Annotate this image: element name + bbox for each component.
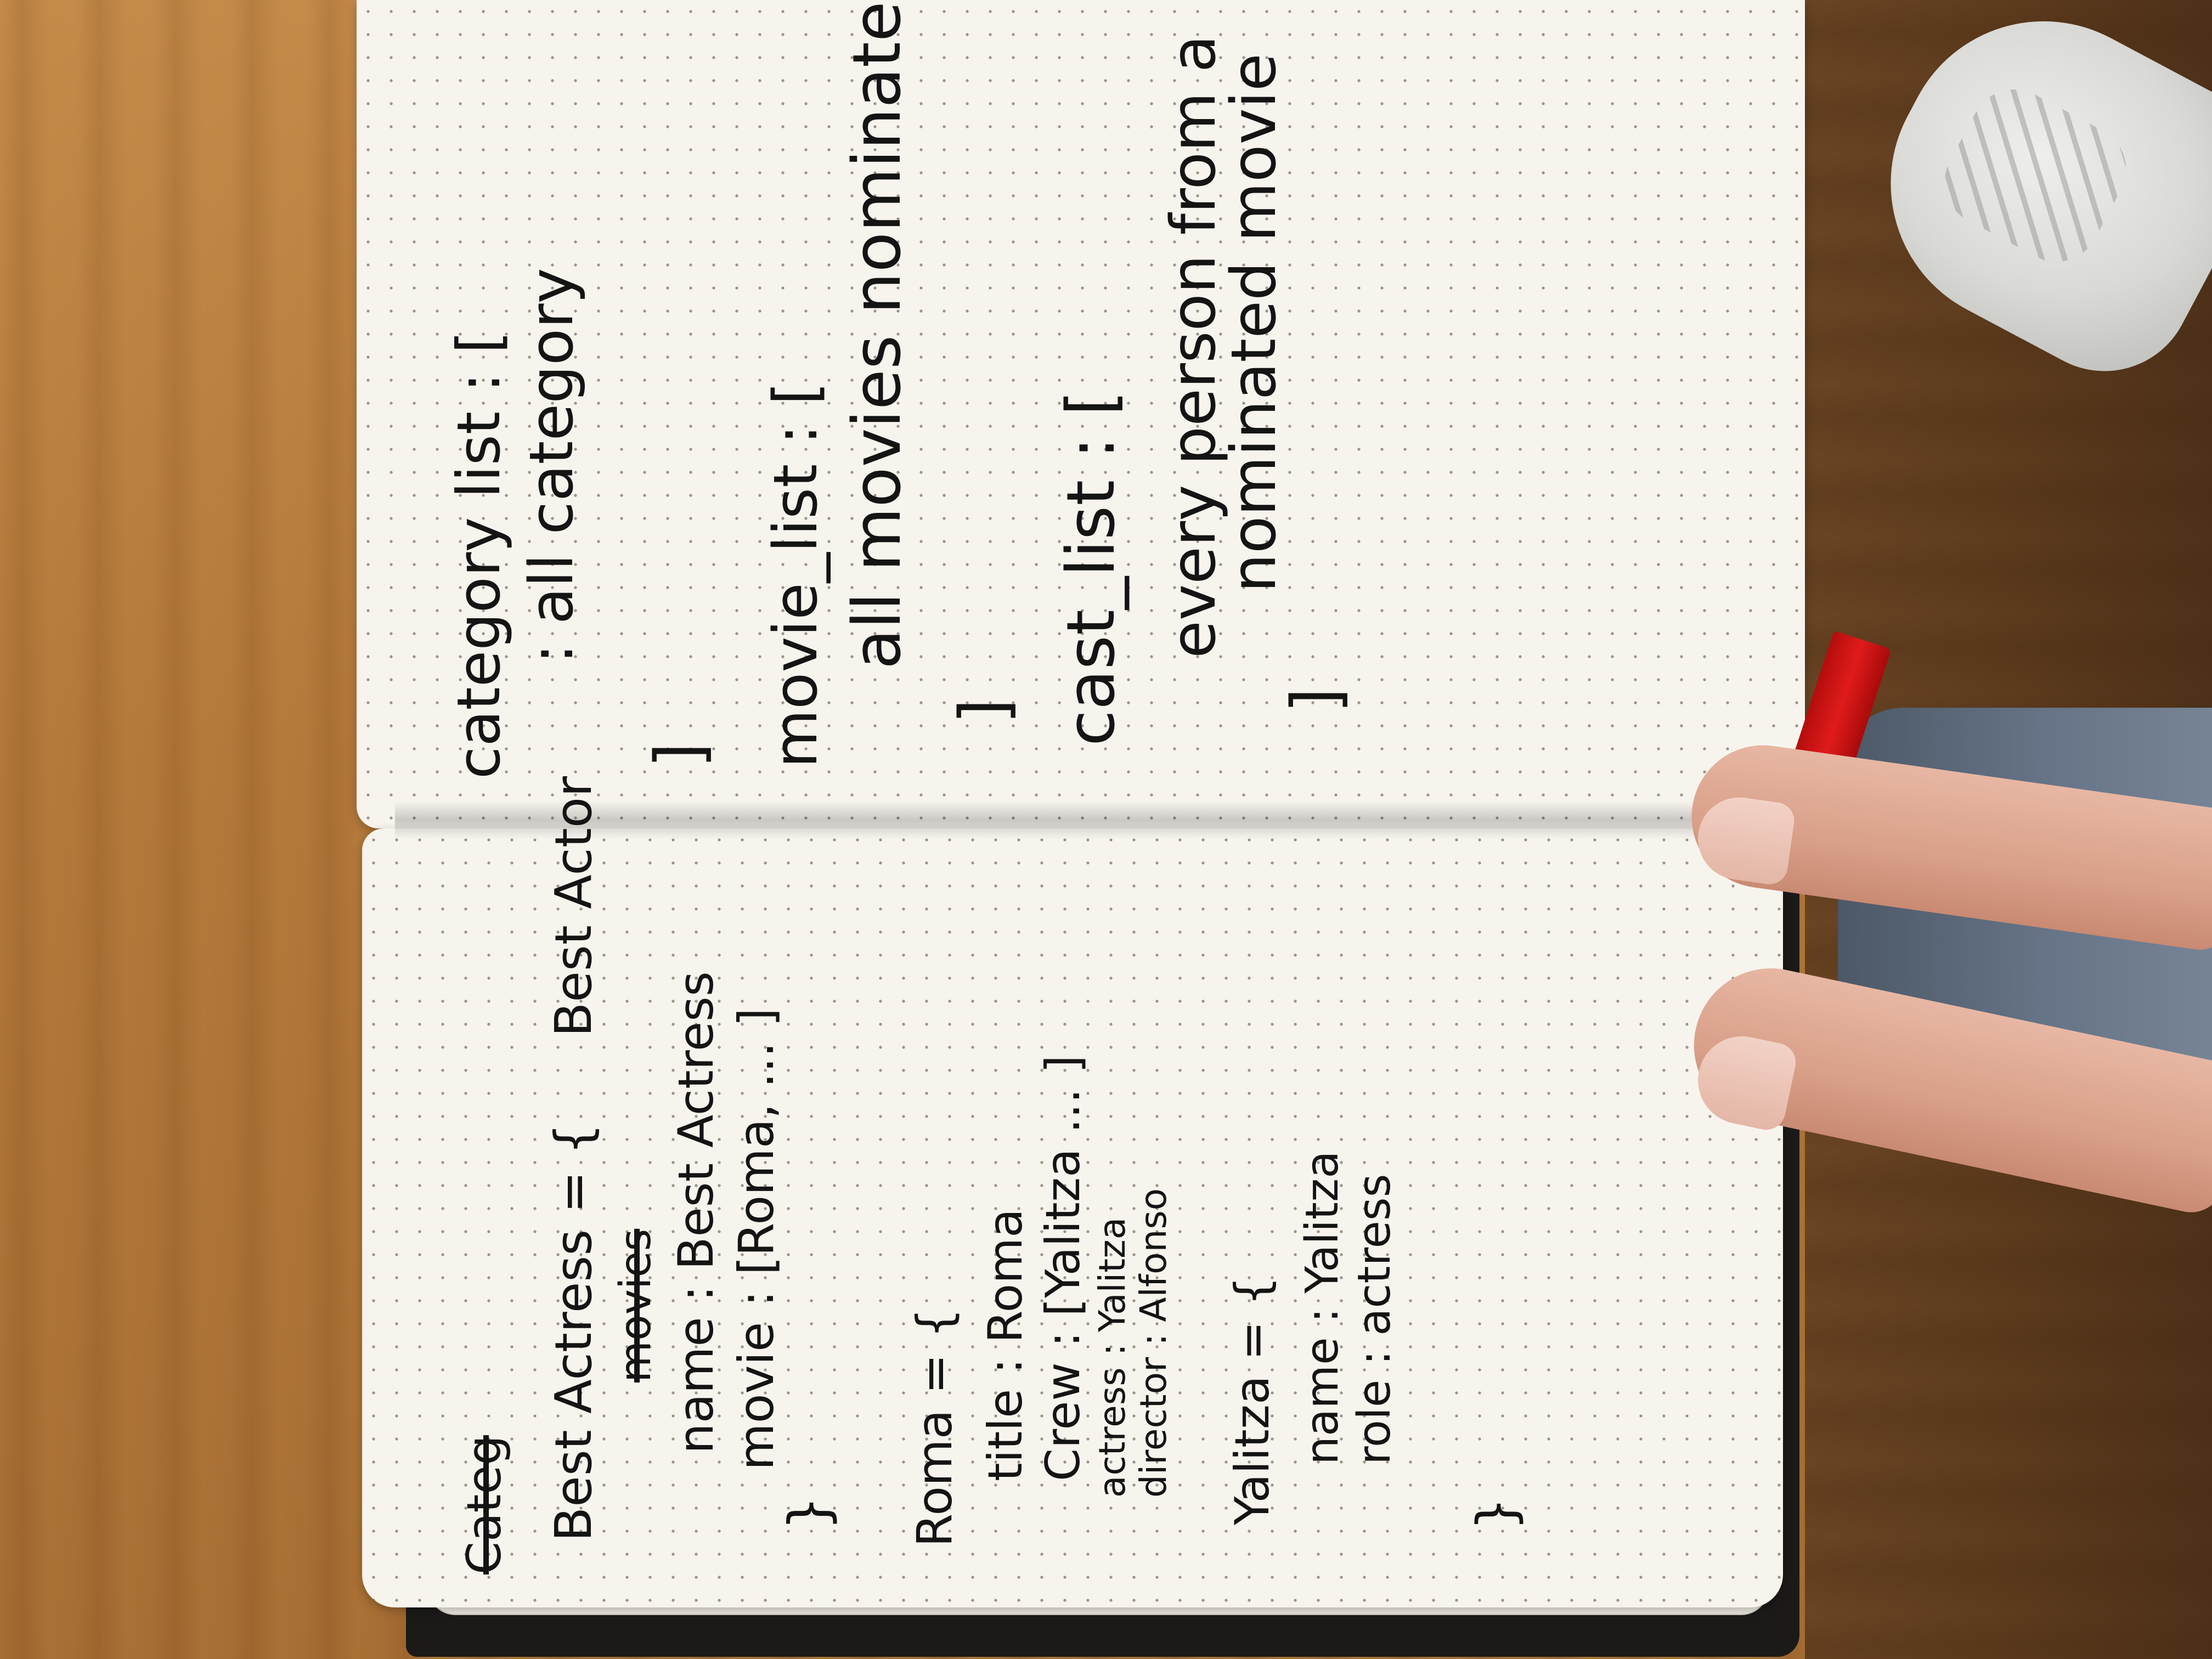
hw-nominated-movie: nominated movie xyxy=(1218,53,1290,592)
hw-close-brace-2: } xyxy=(1466,1497,1527,1531)
hw-yalitza-role: role : actress xyxy=(1348,1173,1401,1465)
hw-roma-open: Roma = { xyxy=(906,1307,963,1547)
hw-movie-list: movie_list : [ xyxy=(760,381,831,768)
hw-all-category: : all category xyxy=(516,268,586,664)
hw-name-best-actress: name : Best Actress xyxy=(668,971,724,1454)
notebook-gutter xyxy=(395,801,1739,839)
notebook-page-bottom xyxy=(362,828,1783,1607)
hw-cast-list: cast_list : [ xyxy=(1053,390,1130,746)
hw-close-bracket-2: ] xyxy=(946,698,1023,724)
hw-every-person: every person from a xyxy=(1158,35,1229,658)
hw-title-roma: title : Roma xyxy=(978,1209,1033,1481)
hw-close-brace-1: } xyxy=(777,1496,841,1531)
hw-actress-yalitza: actress : Yalitza xyxy=(1091,1217,1133,1498)
hw-director-alfonso: director : Alfonso xyxy=(1132,1188,1175,1498)
hw-crew-yalitza: Crew : [Yalitza ... ] xyxy=(1036,1055,1091,1481)
hw-movie-roma: movie : [Roma, ... ] xyxy=(728,1007,785,1470)
hw-yalitza-open: Yalitza = { xyxy=(1225,1276,1280,1525)
notebook-page-top xyxy=(357,0,1805,828)
hw-category-list: category list : [ xyxy=(445,330,514,779)
hw-best-actress-open: Best Actress = { xyxy=(544,1122,603,1542)
hw-close-bracket-3: ] xyxy=(1278,687,1355,713)
hw-yalitza-name: name : Yalitza xyxy=(1296,1150,1348,1465)
hw-all-movies-nominated: all movies nominated xyxy=(839,0,916,669)
hw-crossed-categ: Categ xyxy=(457,1435,512,1575)
hw-crossed-movies: movies xyxy=(611,1228,661,1383)
hw-best-actor: Best Actor xyxy=(544,776,603,1037)
hw-close-bracket-1: ] xyxy=(642,742,718,768)
